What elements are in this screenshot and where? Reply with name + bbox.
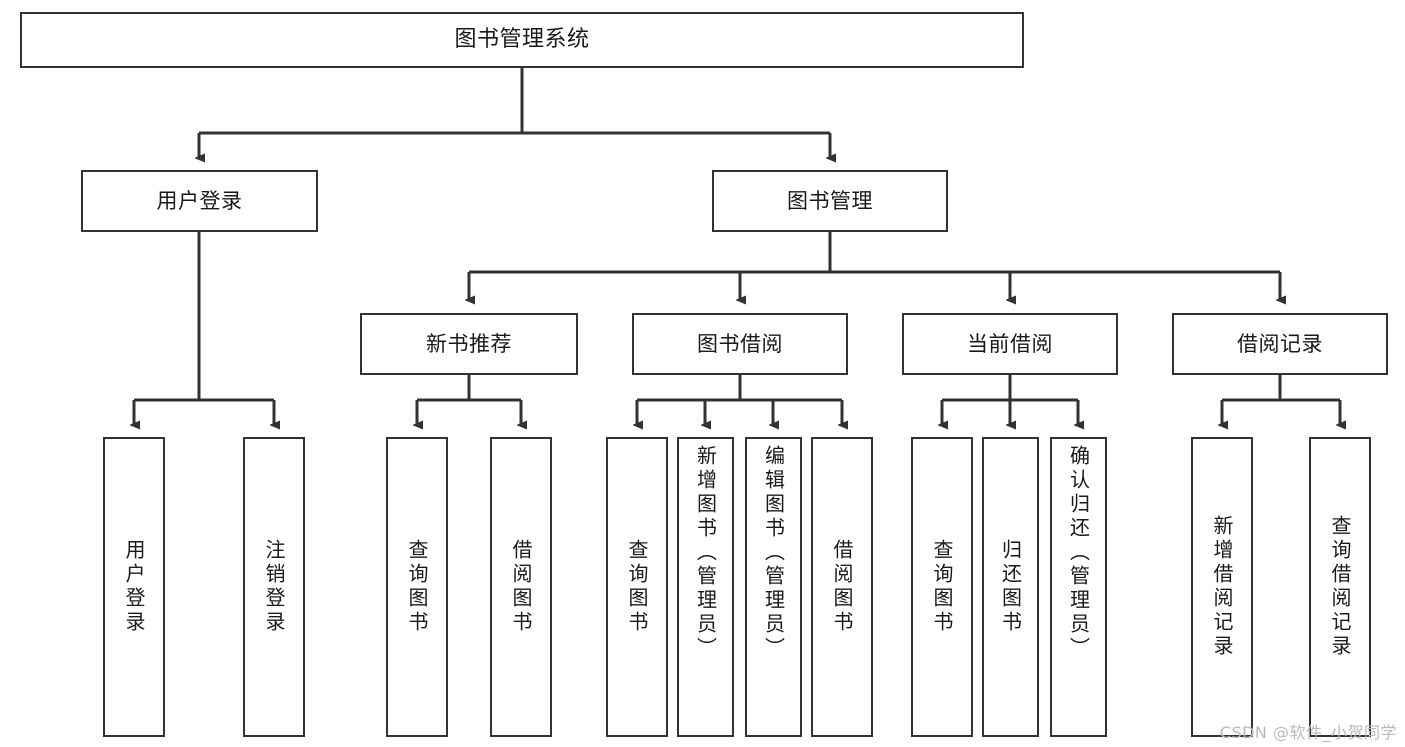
node-label: 图书借阅 (697, 331, 783, 356)
node-book-management[interactable]: 图书管理 (712, 170, 948, 232)
node-label: 查询图书 (405, 539, 429, 635)
leaf-user-login-login[interactable]: 用户登录 (103, 437, 165, 737)
node-root-system[interactable]: 图书管理系统 (20, 12, 1024, 68)
node-label: 注销登录 (262, 539, 286, 635)
node-label: 用户登录 (156, 188, 243, 213)
leaf-book-borrow-query[interactable]: 查询图书 (606, 437, 668, 737)
node-book-borrow[interactable]: 图书借阅 (632, 313, 848, 375)
node-label: 新增借阅记录 (1210, 515, 1234, 659)
leaf-new-book-borrow[interactable]: 借阅图书 (490, 437, 552, 737)
node-label: 用户登录 (122, 539, 146, 635)
watermark-text: CSDN @软件_小贺同学 (1219, 723, 1397, 742)
node-label: 确认归还（管理员） (1066, 445, 1091, 661)
leaf-current-borrow-return[interactable]: 归还图书 (982, 437, 1039, 737)
node-label: 新书推荐 (426, 331, 512, 356)
leaf-current-borrow-query[interactable]: 查询图书 (911, 437, 973, 737)
leaf-book-borrow-borrow[interactable]: 借阅图书 (811, 437, 873, 737)
node-label: 当前借阅 (967, 331, 1053, 356)
leaf-current-borrow-confirm-return[interactable]: 确认归还（管理员） (1050, 437, 1107, 737)
leaf-new-book-query[interactable]: 查询图书 (386, 437, 448, 737)
node-label: 归还图书 (998, 539, 1023, 635)
leaf-book-borrow-add[interactable]: 新增图书（管理员） (677, 437, 734, 737)
node-label: 查询图书 (625, 539, 649, 635)
leaf-borrow-record-add[interactable]: 新增借阅记录 (1191, 437, 1253, 737)
node-label: 借阅记录 (1237, 331, 1323, 356)
node-label: 查询借阅记录 (1328, 515, 1352, 659)
node-current-borrow[interactable]: 当前借阅 (902, 313, 1118, 375)
node-label: 查询图书 (930, 539, 954, 635)
node-new-book-recommend[interactable]: 新书推荐 (360, 313, 578, 375)
node-label: 借阅图书 (830, 539, 854, 635)
node-label: 借阅图书 (509, 539, 533, 635)
node-borrow-records[interactable]: 借阅记录 (1172, 313, 1388, 375)
node-label: 图书管理系统 (454, 27, 590, 53)
leaf-user-login-logout[interactable]: 注销登录 (243, 437, 305, 737)
node-label: 编辑图书（管理员） (761, 445, 786, 661)
leaf-borrow-record-query[interactable]: 查询借阅记录 (1309, 437, 1371, 737)
node-user-login[interactable]: 用户登录 (81, 170, 318, 232)
leaf-book-borrow-edit[interactable]: 编辑图书（管理员） (745, 437, 802, 737)
node-label: 图书管理 (787, 188, 873, 213)
node-label: 新增图书（管理员） (693, 445, 718, 661)
